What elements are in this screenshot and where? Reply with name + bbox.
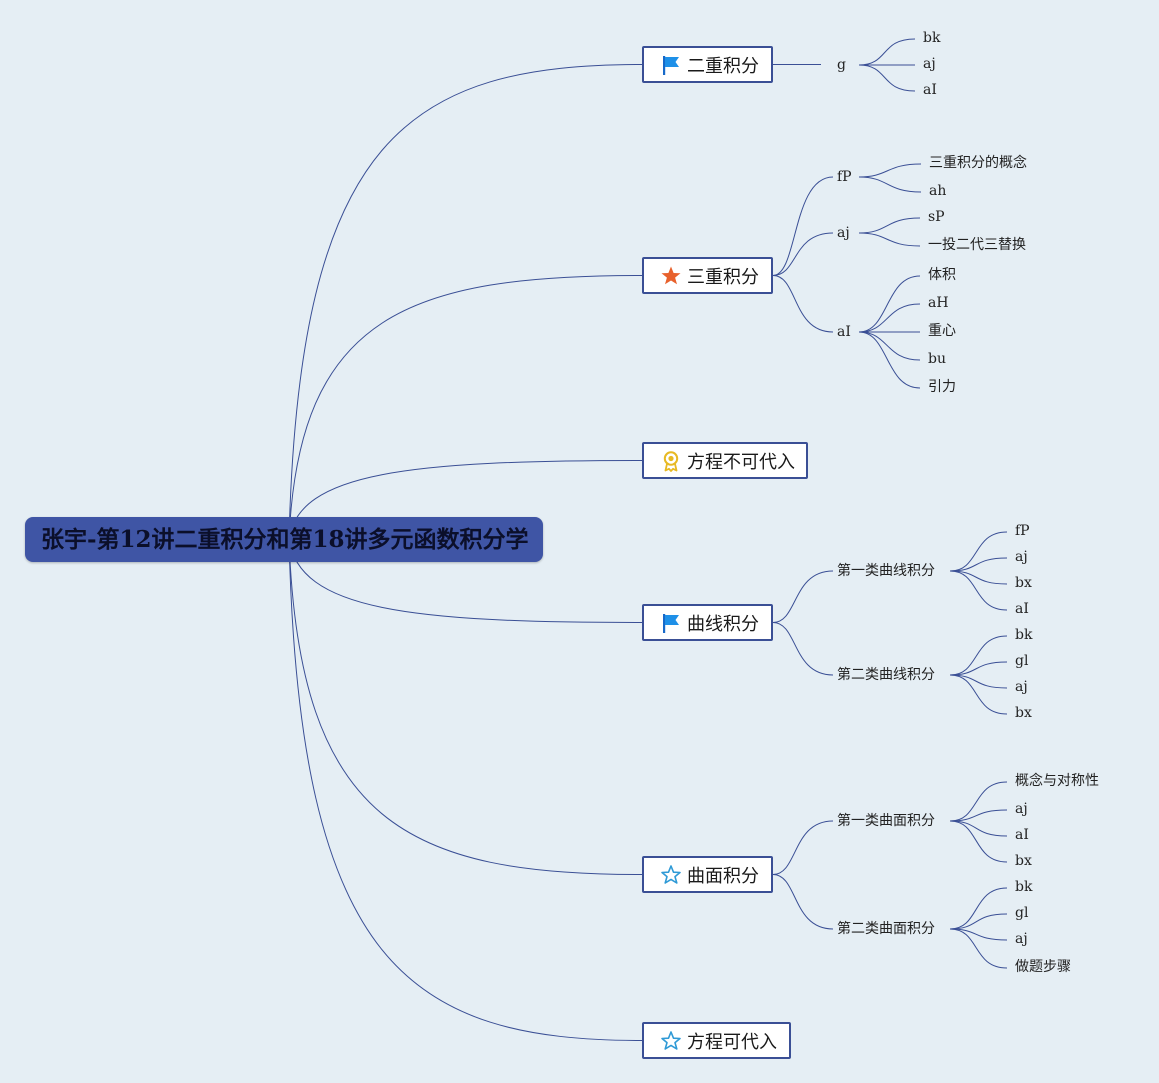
root-title: 张宇-第12讲二重积分和第18讲多元函数积分学: [41, 526, 529, 553]
connector-subtopic-leaf: [858, 275, 921, 333]
branch-topic[interactable]: 曲线积分: [642, 604, 773, 641]
branch-label: 三重积分: [687, 266, 759, 288]
subtopic[interactable]: aI: [837, 324, 851, 340]
connector-subtopic-leaf: [949, 887, 1008, 930]
branch-topic[interactable]: 方程可代入: [642, 1022, 791, 1059]
connector-subtopic-leaf: [858, 64, 916, 92]
leaf-topic[interactable]: 概念与对称性: [1015, 773, 1099, 789]
connector-subtopic-leaf: [949, 531, 1008, 572]
leaf-topic[interactable]: 重心: [928, 323, 956, 339]
connector-branch-subtopic: [772, 874, 834, 930]
leaf-topic[interactable]: aj: [1015, 801, 1028, 817]
leaf-topic[interactable]: sP: [928, 209, 945, 225]
connector-branch-subtopic: [772, 176, 834, 276]
connector-root-branch: [288, 64, 643, 540]
connector-subtopic-leaf: [949, 674, 1008, 715]
leaf-topic[interactable]: 一投二代三替换: [928, 237, 1026, 253]
leaf-topic[interactable]: bx: [1015, 853, 1032, 869]
branch-label: 曲线积分: [687, 613, 759, 635]
connector-subtopic-leaf: [858, 331, 921, 389]
connector-subtopic-leaf: [949, 913, 1008, 930]
connector-subtopic-leaf: [949, 661, 1008, 676]
leaf-topic[interactable]: aj: [1015, 679, 1028, 695]
connector-branch-subtopic: [772, 570, 834, 623]
subtopic[interactable]: fP: [837, 169, 852, 185]
award-badge-icon: [660, 450, 682, 472]
leaf-topic[interactable]: 引力: [928, 379, 956, 395]
leaf-topic[interactable]: bk: [1015, 879, 1033, 895]
leaf-topic[interactable]: 做题步骤: [1015, 959, 1071, 975]
leaf-topic[interactable]: 三重积分的概念: [929, 155, 1027, 171]
connector-branch-subtopic: [772, 622, 834, 676]
leaf-topic[interactable]: gl: [1015, 653, 1029, 669]
subtopic[interactable]: 第二类曲面积分: [837, 921, 935, 937]
star-outline-icon: [660, 1030, 682, 1052]
connector-root-branch: [288, 460, 643, 540]
connector-branch-subtopic: [772, 275, 834, 333]
connector-subtopic-leaf: [858, 163, 922, 178]
connector-subtopic-leaf: [858, 331, 921, 361]
branch-topic[interactable]: 二重积分: [642, 46, 773, 83]
star-filled-icon: [660, 265, 682, 287]
flag-icon: [660, 54, 682, 76]
leaf-topic[interactable]: aj: [1015, 931, 1028, 947]
connector-subtopic-leaf: [858, 38, 916, 66]
connector-subtopic-leaf: [949, 820, 1008, 863]
subtopic[interactable]: aj: [837, 225, 850, 241]
leaf-topic[interactable]: bu: [928, 351, 946, 367]
connector-subtopic-leaf: [949, 928, 1008, 941]
subtopic[interactable]: 第一类曲线积分: [837, 563, 935, 579]
connector-subtopic-leaf: [949, 635, 1008, 676]
connector-subtopic-leaf: [949, 781, 1008, 822]
leaf-topic[interactable]: 体积: [928, 267, 956, 283]
branch-label: 方程不可代入: [687, 451, 795, 473]
connector-root-branch: [288, 538, 643, 1041]
connector-subtopic-leaf: [949, 674, 1008, 689]
connector-subtopic-leaf: [858, 217, 921, 234]
leaf-topic[interactable]: gl: [1015, 905, 1029, 921]
leaf-topic[interactable]: bx: [1015, 575, 1032, 591]
flag-icon: [660, 612, 682, 634]
connector-subtopic-leaf: [949, 570, 1008, 611]
leaf-topic[interactable]: fP: [1015, 523, 1030, 539]
connector-root-branch: [288, 538, 643, 875]
connector-root-branch: [288, 275, 643, 540]
branch-label: 二重积分: [687, 55, 759, 77]
branch-topic[interactable]: 曲面积分: [642, 856, 773, 893]
connector-subtopic-leaf: [858, 176, 922, 193]
connector-branch-subtopic: [772, 232, 834, 276]
connector-subtopic-leaf: [949, 820, 1008, 837]
connector-branch-subtopic: [772, 820, 834, 875]
leaf-topic[interactable]: bk: [923, 30, 941, 46]
connector-subtopic-leaf: [858, 303, 921, 333]
connector-subtopic-leaf: [949, 928, 1008, 969]
connector-subtopic-leaf: [949, 570, 1008, 585]
connector-root-branch: [288, 538, 643, 623]
branch-topic[interactable]: 三重积分: [642, 257, 773, 294]
leaf-topic[interactable]: aj: [1015, 549, 1028, 565]
leaf-topic[interactable]: bx: [1015, 705, 1032, 721]
connector-subtopic-leaf: [949, 557, 1008, 572]
subtopic[interactable]: 第二类曲线积分: [837, 667, 935, 683]
leaf-topic[interactable]: ah: [929, 183, 947, 199]
branch-topic[interactable]: 方程不可代入: [642, 442, 808, 479]
leaf-topic[interactable]: bk: [1015, 627, 1033, 643]
subtopic[interactable]: 第一类曲面积分: [837, 813, 935, 829]
leaf-topic[interactable]: aI: [1015, 827, 1029, 843]
leaf-topic[interactable]: aI: [923, 82, 937, 98]
connector-subtopic-leaf: [949, 809, 1008, 822]
branch-label: 方程可代入: [687, 1031, 777, 1053]
root-topic[interactable]: 张宇-第12讲二重积分和第18讲多元函数积分学: [25, 517, 543, 562]
star-outline-icon: [660, 864, 682, 886]
branch-label: 曲面积分: [687, 865, 759, 887]
leaf-topic[interactable]: aj: [923, 56, 936, 72]
subtopic[interactable]: g: [837, 57, 846, 73]
leaf-topic[interactable]: aI: [1015, 601, 1029, 617]
leaf-topic[interactable]: aH: [928, 295, 949, 311]
connector-subtopic-leaf: [858, 232, 921, 247]
